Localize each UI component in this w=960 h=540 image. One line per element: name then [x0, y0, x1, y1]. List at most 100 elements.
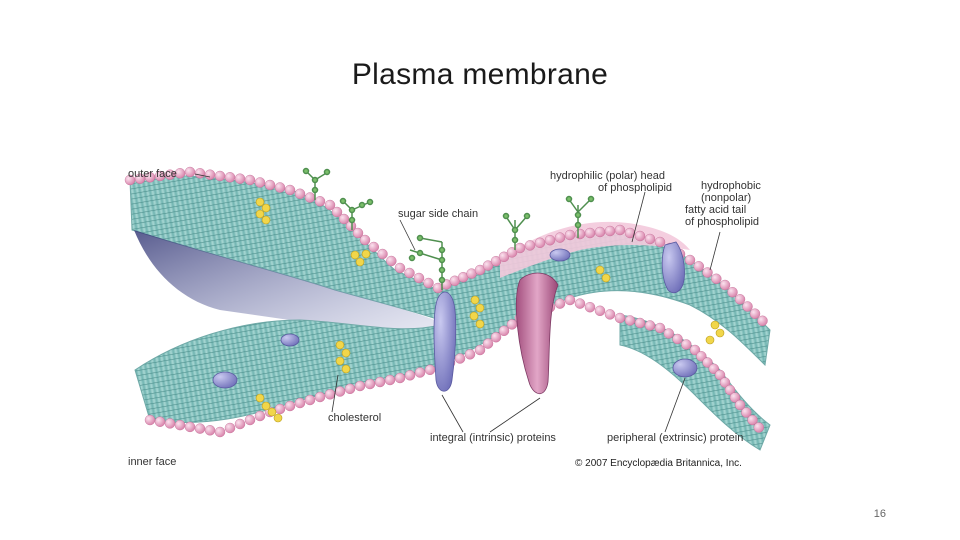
membrane-diagram: outer face sugar side chain hydrophilic …: [120, 150, 800, 480]
phospholipid-head: [681, 339, 692, 350]
phospholipid-head: [654, 322, 666, 334]
phospholipid-head: [294, 188, 306, 199]
phospholipid-head: [423, 277, 434, 289]
phospholipid-head: [574, 298, 586, 309]
phospholipid-head: [368, 241, 380, 253]
phospholipid-head: [214, 426, 226, 438]
phospholipid-head: [414, 367, 426, 378]
phospholipid-head: [634, 230, 646, 242]
phospholipid-head: [284, 184, 296, 196]
phospholipid-head: [184, 421, 196, 433]
phospholipid-head: [696, 351, 707, 362]
phospholipid-head: [184, 166, 196, 178]
leader-lines: [194, 173, 721, 433]
phospholipid-head: [304, 192, 316, 203]
phospholipid-head: [244, 174, 256, 186]
phospholipid-head: [334, 386, 346, 397]
phospholipid-head: [689, 344, 701, 356]
page-number: 16: [873, 508, 886, 520]
phospholipid-head: [194, 168, 206, 179]
phospholipid-head: [474, 264, 486, 276]
phospholipid-head: [404, 370, 416, 381]
phospholipid-head: [244, 414, 256, 426]
phospholipid-head: [254, 177, 266, 188]
phospholipid-head: [719, 377, 731, 388]
phospholipid-head: [490, 331, 502, 343]
phospholipid-head: [386, 255, 397, 267]
phospholipid-head: [663, 328, 674, 339]
phospholipid-head: [498, 251, 510, 263]
phospholipid-head: [727, 286, 738, 298]
phospholipid-head: [594, 226, 606, 238]
phospholipid-head: [654, 236, 666, 248]
phospholipid-head: [204, 425, 216, 436]
phospholipid-head: [594, 305, 606, 317]
phospholipid-head: [506, 319, 518, 330]
phospholipid-head: [314, 391, 326, 403]
phospholipid-head: [154, 416, 166, 427]
phospholipid-head: [264, 179, 276, 191]
phospholipid-head: [144, 414, 156, 426]
phospholipid-head: [742, 301, 753, 312]
phospholipid-head: [314, 196, 326, 207]
phospholipid-head: [331, 206, 343, 218]
phospholipid-head: [464, 349, 476, 360]
phospholipid-head: [194, 423, 206, 434]
phospholipid-head: [693, 261, 704, 272]
copyright-credit: © 2007 Encyclopædia Britannica, Inc.: [575, 458, 742, 469]
phospholipid-head: [324, 389, 336, 400]
label-inner-face: inner face: [128, 456, 177, 468]
phospholipid-head: [749, 308, 761, 319]
phospholipid-head: [684, 254, 696, 266]
phospholipid-head: [204, 169, 216, 180]
membrane-illustration: [124, 166, 771, 451]
slide-title: Plasma membrane: [351, 58, 609, 91]
cholesterol-molecules: [255, 197, 725, 423]
phospholipid-head: [624, 315, 636, 326]
phospholipid-head: [724, 384, 736, 396]
phospholipid-head: [234, 418, 246, 430]
phospholipid-head: [554, 298, 566, 309]
phospholipid-head: [714, 369, 726, 381]
phospholipid-head: [624, 227, 636, 239]
phospholipid-head: [584, 227, 596, 239]
phospholipid-head: [377, 248, 388, 260]
phospholipid-head: [482, 260, 494, 271]
phospholipid-head: [719, 279, 731, 291]
phospholipid-head: [274, 182, 286, 193]
phospholipid-head: [604, 225, 616, 237]
phospholipid-head: [344, 383, 356, 395]
phospholipid-head: [534, 237, 546, 249]
label-outer-face: outer face: [128, 168, 177, 180]
sugar-chains: [302, 167, 595, 290]
phospholipid-head: [544, 234, 556, 246]
phospholipid-head: [747, 414, 758, 426]
phospholipid-head: [729, 392, 741, 403]
phospholipid-head: [424, 364, 436, 376]
phospholipid-head: [164, 418, 176, 429]
phospholipid-head: [214, 170, 226, 182]
label-peripheral-proteins: peripheral (extrinsic) protein: [607, 432, 744, 444]
phospholipid-head: [524, 240, 536, 251]
phospholipid-head: [354, 380, 366, 392]
phospholipid-head: [734, 294, 746, 305]
phospholipid-head: [324, 199, 336, 211]
phospholipid-head: [482, 338, 494, 349]
phospholipid-head: [734, 399, 746, 411]
phospholipid-head: [394, 262, 406, 274]
label-sugar-side-chain: sugar side chain: [398, 208, 479, 220]
phospholipid-head: [702, 357, 713, 368]
phospholipid-head: [294, 397, 306, 409]
phospholipid-head: [498, 325, 510, 337]
phospholipid-head: [352, 227, 364, 239]
phospholipid-head: [604, 309, 616, 320]
phospholipid-head: [514, 242, 526, 254]
phospholipid-head: [702, 267, 713, 278]
phospholipid-head: [644, 320, 656, 331]
phospholipid-head: [304, 394, 316, 406]
phospholipid-head: [490, 255, 502, 267]
phospholipid-head: [384, 374, 396, 386]
integral-proteins: [433, 241, 685, 395]
phospholipid-head: [454, 353, 466, 364]
phospholipid-head: [584, 301, 596, 313]
